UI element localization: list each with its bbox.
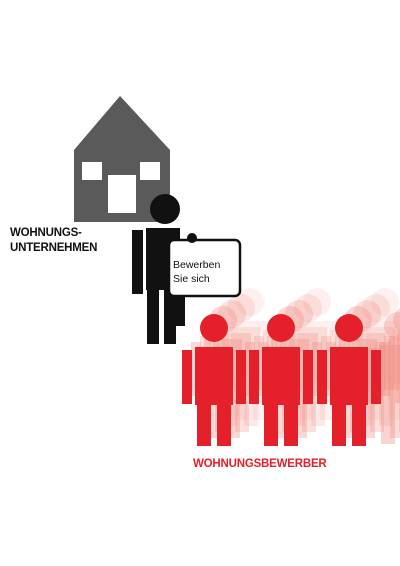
applicant-echo-icon xyxy=(393,330,400,384)
company-label-line2: UNTERNEHMEN xyxy=(10,242,98,254)
company-label-line1: WOHNUNGS- xyxy=(10,227,82,239)
house-icon xyxy=(74,96,170,222)
sign-board-icon xyxy=(167,233,242,326)
sign-text: Bewerben Sie sich xyxy=(173,258,220,286)
applicant-person-icon xyxy=(182,314,246,446)
applicants-label: WOHNUNGSBEWERBER xyxy=(193,458,327,470)
applicant-person-icon xyxy=(249,314,313,446)
sign-text-line1: Bewerben xyxy=(173,259,221,271)
sign-text-line2: Sie sich xyxy=(173,273,210,285)
applicant-group xyxy=(182,314,381,446)
applicant-person-icon xyxy=(317,314,381,446)
company-label: WOHNUNGS- UNTERNEHMEN xyxy=(10,226,97,256)
